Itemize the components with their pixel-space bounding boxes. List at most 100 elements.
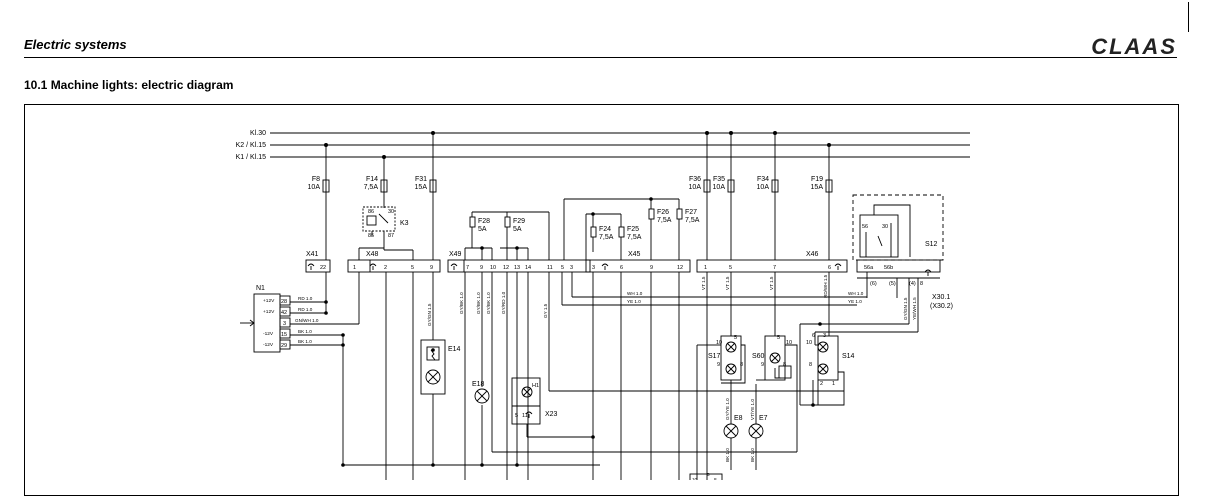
x45-pin-12: 12 [677, 265, 683, 271]
fuse-f14-rating: 7,5A [364, 184, 379, 191]
x46-pin-1: 1 [704, 265, 707, 271]
rail-label-kl30: Kl.30 [250, 130, 266, 137]
x48-wiring [325, 247, 414, 313]
n1-pin-15: 15 [281, 332, 287, 338]
lamp-e18-label: E18 [472, 381, 485, 388]
s12-pin-56a: 56a [864, 265, 874, 271]
connector-x49-label: X49 [449, 251, 462, 258]
lamp-e8-label: E8 [734, 415, 743, 422]
fuse-f14-id: F14 [366, 176, 378, 183]
n1-wire-2: RD 1.0 [298, 307, 313, 312]
wire-code-4: GY/BK 1.0 [486, 292, 491, 314]
x49-pin-9: 9 [480, 265, 483, 271]
s14-pin-2: 2 [820, 381, 823, 387]
switch-s17-label: S17 [708, 353, 721, 360]
connector-x41-label: X41 [306, 251, 319, 258]
wire-code-7: WH 1.0 [627, 291, 643, 296]
fuse-f36-id: F36 [689, 176, 701, 183]
s14-pin-10: 10 [806, 340, 812, 346]
x48-pin-5: 5 [411, 265, 414, 271]
wire-code-13: WH 1.0 [848, 291, 864, 296]
n1-wires [290, 272, 360, 465]
wire-code-8: YE 1.0 [627, 299, 641, 304]
connector-x48-label: X48 [366, 251, 379, 258]
fuse-symbols [322, 179, 833, 238]
x49-pin-10: 10 [490, 265, 496, 271]
relay-pin-85: 85 [368, 233, 374, 239]
wire-code-10: VT 1.5 [725, 276, 730, 290]
x30-pin-6: (6) [870, 281, 877, 287]
x45-pin-9: 9 [650, 265, 653, 271]
rail-drops [325, 133, 830, 260]
fuse-f19-id: F19 [811, 176, 823, 183]
drop-wires [343, 272, 918, 480]
x30-pin-8: 8 [920, 281, 923, 287]
fuse-f24-id: F24 [599, 226, 611, 233]
switch-s12-label: S12 [925, 241, 938, 248]
lamp-e7 [748, 423, 764, 439]
n1-pin-3: 3 [283, 321, 286, 327]
lamp-e14-label: E14 [448, 346, 461, 353]
x46-pin-5: 5 [729, 265, 732, 271]
x45-pin-3: 3 [592, 265, 595, 271]
bottom-pin-8: 8 [714, 477, 717, 480]
wire-code-3: GY/BK 1.0 [476, 292, 481, 314]
fuse-f31-id: F31 [415, 176, 427, 183]
wire-code-5: GY/RD 1.0 [501, 291, 506, 314]
fuse-f35-id: F35 [713, 176, 725, 183]
claas-logo: CLAAS [1091, 34, 1177, 59]
x49-pin-5: 5 [561, 265, 564, 271]
s17-pin-8: 8 [740, 362, 743, 368]
section-title: 10.1 Machine lights: electric diagram [24, 78, 234, 92]
fuse-f34-rating: 10A [757, 184, 770, 191]
s12-pin-56: 56 [862, 224, 868, 230]
relay-pin-30: 30 [388, 209, 394, 215]
wire-code-12: RD/WH 1.5 [823, 274, 828, 298]
x30-pin-5: (5) [889, 281, 896, 287]
wire-code-14: YE 1.0 [848, 299, 862, 304]
lamp-h1-unit [511, 377, 593, 438]
n1-row-2-label: +12V [263, 309, 275, 315]
n1-wire-3: GN/WH 1.0 [295, 318, 319, 323]
s60-pin-8: 8 [783, 362, 786, 368]
connector-x41-pin: 22 [320, 265, 326, 271]
connector-fork-icons [307, 263, 932, 276]
connector-x30-label: X30.1 [932, 294, 950, 301]
s60-pin-10: 10 [786, 340, 792, 346]
wire-code-18: VT/YE 1.0 [750, 399, 755, 420]
x46-pin-7: 7 [773, 265, 776, 271]
wire-code-20: BK 1.0 [750, 448, 755, 462]
s14-pin-3: 3 [823, 333, 826, 339]
wire-code-2: GY/BK 1.0 [459, 292, 464, 314]
fuse-f31-rating: 15A [415, 184, 428, 191]
s17-pin-9: 9 [717, 362, 720, 368]
s14-pin-1: 1 [832, 381, 835, 387]
switch-s12 [852, 194, 944, 261]
module-n1-label: N1 [256, 285, 265, 292]
n1-wire-4: BK 1.0 [298, 329, 312, 334]
fuse-f27-rating: 7,5A [685, 217, 700, 224]
wire-code-15: GY/GN 1.5 [903, 297, 908, 320]
n1-row-1-label: +12V [263, 298, 275, 304]
wire-code-1: GY/GN 1.5 [427, 303, 432, 326]
fuse-f25-rating: 7,5A [627, 234, 642, 241]
fuse-f27-id: F27 [685, 209, 697, 216]
x49-wiring [464, 211, 550, 260]
relay-pin-86: 86 [368, 209, 374, 215]
s14-pin-8: 8 [809, 362, 812, 368]
relay-k3-label: K3 [400, 220, 409, 227]
lamp-wires [730, 380, 757, 470]
lamp-e18 [474, 388, 490, 404]
x23-pin-11: 11 [522, 413, 528, 419]
n1-pin-29: 29 [281, 343, 287, 349]
fuse-f28-rating: 5A [478, 226, 487, 233]
wire-code-17: GY/YE 1.0 [725, 398, 730, 420]
fuse-f34-id: F34 [757, 176, 769, 183]
lamp-e8 [723, 423, 739, 439]
bottom-pin-10: 10 [692, 477, 698, 480]
switch-s17 [696, 335, 746, 480]
electric-diagram: Kl.30 K2 / Kl.15 K1 / Kl.15 F8 10A [236, 130, 970, 480]
rail-label-k2: K2 / Kl.15 [236, 142, 266, 149]
fuse-f26-rating: 7,5A [657, 217, 672, 224]
fuse-f24-rating: 7,5A [599, 234, 614, 241]
